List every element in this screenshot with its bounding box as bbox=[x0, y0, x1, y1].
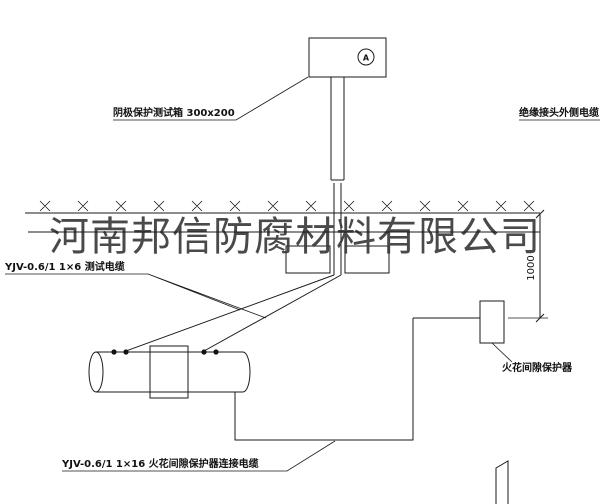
dimension-ticks bbox=[535, 209, 545, 323]
ammeter-icon bbox=[357, 48, 375, 66]
pipe-right-cap bbox=[242, 351, 251, 393]
bottom-cable-run bbox=[234, 318, 414, 441]
riser-conduit bbox=[330, 77, 345, 275]
test-cable-leader-lines bbox=[5, 273, 267, 319]
concrete-block bbox=[285, 245, 331, 274]
spark-gap-cable-label: YJV-0.6/1 1×16 火花间隙保护器连接电缆 bbox=[61, 457, 259, 470]
weld-point bbox=[213, 349, 219, 355]
test-box-leader-line bbox=[113, 76, 309, 121]
pipe-body bbox=[96, 351, 243, 393]
spark-gap-label: 火花间隙保护器 bbox=[502, 361, 573, 374]
test-cable-b bbox=[203, 274, 342, 352]
anchor-block-left bbox=[285, 245, 331, 274]
test-cables bbox=[125, 274, 342, 352]
weld-point bbox=[111, 349, 117, 355]
spark-gap-cable-leader bbox=[62, 440, 336, 472]
test-box-label: 阴极保护测试箱 300x200 bbox=[113, 106, 235, 119]
conduit-casing bbox=[330, 77, 345, 181]
test-cable-label: YJV-0.6/1 1×6 测试电缆 bbox=[4, 260, 125, 273]
dimension: 1000 bbox=[508, 209, 548, 323]
watermark-text: 河南邦信防腐材料有限公司 bbox=[49, 214, 541, 260]
ground-hatch-marks bbox=[39, 200, 535, 212]
ammeter-letter: A bbox=[363, 54, 370, 63]
spark-gap-cable-path bbox=[234, 318, 414, 441]
insulated-joint-cable-label: 绝缘接头外侧电缆 bbox=[519, 106, 599, 119]
pipe-section-symbol bbox=[495, 460, 509, 504]
weld-point bbox=[201, 349, 207, 355]
spark-gap-protector bbox=[413, 300, 513, 363]
spark-gap-body bbox=[479, 300, 505, 344]
test-cable-a bbox=[125, 274, 335, 352]
weld-point bbox=[123, 349, 129, 355]
insulating-joint bbox=[149, 345, 189, 399]
pipe-left-cap bbox=[88, 351, 104, 393]
pipeline bbox=[88, 345, 251, 399]
dimension-value: 1000 bbox=[526, 255, 537, 280]
test-box: A bbox=[308, 37, 387, 78]
conduit-tube bbox=[333, 183, 342, 275]
spark-gap-leader-line bbox=[491, 342, 513, 363]
watermark-group: 河南邦信防腐材料有限公司 bbox=[28, 214, 541, 260]
anchor-block-right bbox=[344, 245, 390, 274]
concrete-block bbox=[344, 245, 390, 274]
